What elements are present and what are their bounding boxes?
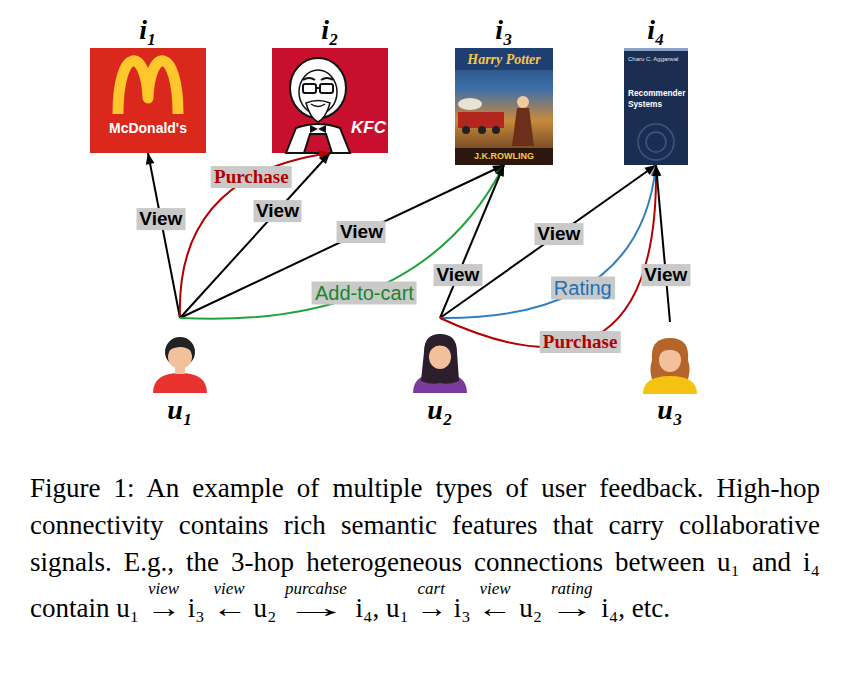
logo-text: KFC: [346, 118, 386, 138]
feedback-connector: [440, 165, 656, 347]
item-node: i₂ KFC: [272, 14, 388, 153]
user-icon-part: [153, 373, 207, 393]
book-title: Recommender Systems: [628, 88, 686, 110]
feedback-connector: [180, 165, 504, 318]
mcdonalds-logo-part: [118, 61, 178, 114]
math-arrow: →purcahse: [283, 581, 349, 621]
kfc-logo-part: [272, 48, 388, 153]
kfc-logo-part: [311, 104, 325, 107]
recommender-systems-cover: [624, 48, 688, 165]
arrow-relation: purcahse: [285, 581, 347, 597]
edge-label: Add-to-cart: [312, 281, 417, 304]
book-author: Charu C. Aggarwal: [628, 55, 685, 63]
recommender-systems-cover-part: [638, 124, 674, 160]
edge-label: View: [253, 200, 302, 222]
kfc-logo-part: [320, 84, 333, 93]
edge-label: View: [136, 208, 185, 230]
harry-potter-cover-part: [462, 126, 470, 134]
edge-label: View: [337, 221, 386, 243]
kfc-logo-part: [303, 78, 333, 80]
harry-potter-cover-part: [455, 148, 553, 165]
user-icon: [643, 338, 697, 394]
user-icon-part: [429, 345, 451, 369]
figure-caption: Figure 1: An example of multiple types o…: [30, 470, 820, 627]
harry-potter-cover-part: [458, 112, 504, 128]
item-label: i₁: [90, 14, 206, 46]
arrow-relation: rating: [551, 581, 593, 597]
feedback-connector: [180, 165, 504, 319]
kfc-logo-part: [316, 87, 320, 89]
harry-potter-cover: [455, 48, 553, 165]
arrow-symbol: ←: [211, 595, 246, 621]
harry-potter-cover-part: [455, 48, 553, 165]
edge-label: Purchase: [211, 166, 292, 188]
user-icon: [413, 334, 467, 393]
user-icon-part: [643, 376, 697, 394]
edge-label: View: [433, 264, 482, 286]
user-node: u₃: [640, 322, 700, 426]
user-icon-part: [428, 338, 453, 354]
math-arrow: →cart: [416, 581, 447, 621]
user-node: u₁: [150, 318, 210, 426]
kfc-logo-part: [304, 134, 332, 153]
user-icon-part: [658, 343, 682, 356]
item-node: i₃ Harry PotterJ.K.ROWLING: [455, 14, 553, 165]
feedback-connector: [440, 165, 656, 318]
feedback-connector: [180, 153, 330, 318]
recommender-systems-cover-part: [624, 48, 688, 165]
user-icon-part: [166, 338, 194, 353]
edge-label: Purchase: [540, 332, 621, 354]
kfc-logo-part: [306, 101, 330, 123]
harry-potter-cover-part: [517, 96, 529, 108]
kfc-logo: [272, 48, 388, 153]
arrow-relation: cart: [418, 581, 445, 597]
item-label: i₂: [272, 14, 388, 46]
harry-potter-cover-part: [455, 48, 553, 70]
arrow-symbol: →: [416, 595, 447, 621]
feedback-connector: [656, 165, 670, 322]
arrow-symbol: ←: [477, 595, 512, 621]
user-node: u₂: [410, 318, 470, 426]
edge-label: View: [641, 264, 690, 286]
item-label: i₄: [624, 14, 688, 46]
arrow-symbol: →: [283, 595, 349, 621]
mcdonalds-logo: [90, 48, 206, 153]
user-label: u₃: [640, 394, 700, 426]
item-node: i₁ McDonald's: [90, 14, 206, 153]
harry-potter-cover-part: [478, 126, 486, 134]
feedback-connector: [180, 153, 330, 318]
arrow-relation: view: [213, 581, 244, 597]
recommender-systems-cover-part: [624, 48, 688, 51]
math-arrow: ←view: [211, 581, 246, 621]
book-author: J.K.ROWLING: [457, 151, 551, 162]
arrow-relation: view: [148, 581, 179, 597]
math-arrow: →view: [146, 581, 181, 621]
user-icon-part: [421, 334, 459, 384]
user-label: u₂: [410, 394, 470, 426]
feedback-connector: [148, 153, 180, 318]
harry-potter-cover-part: [512, 108, 534, 146]
logo-text: McDonald's: [90, 120, 206, 136]
harry-potter-cover-part: [458, 98, 482, 110]
user-icon: [153, 337, 207, 393]
book-title: Harry Potter: [457, 52, 551, 68]
edge-label: Rating: [551, 277, 615, 300]
math-arrow: ←view: [477, 581, 512, 621]
user-label: u₁: [150, 394, 210, 426]
feedback-connector: [440, 165, 656, 318]
recommender-systems-cover-part: [646, 132, 666, 152]
harry-potter-cover-part: [492, 126, 500, 134]
arrow-symbol: →: [146, 595, 181, 621]
kfc-logo-part: [310, 125, 326, 133]
arrow-symbol: →: [549, 595, 595, 621]
item-label: i₃: [455, 14, 553, 46]
mcdonalds-logo-part: [90, 48, 206, 153]
math-arrow: →rating: [549, 581, 595, 621]
edge-label: View: [534, 223, 583, 245]
item-node: i₄ Charu C. AggarwalRecommender Systems: [624, 14, 688, 165]
kfc-logo-part: [286, 124, 350, 153]
arrow-relation: view: [479, 581, 510, 597]
kfc-logo-part: [303, 84, 316, 93]
